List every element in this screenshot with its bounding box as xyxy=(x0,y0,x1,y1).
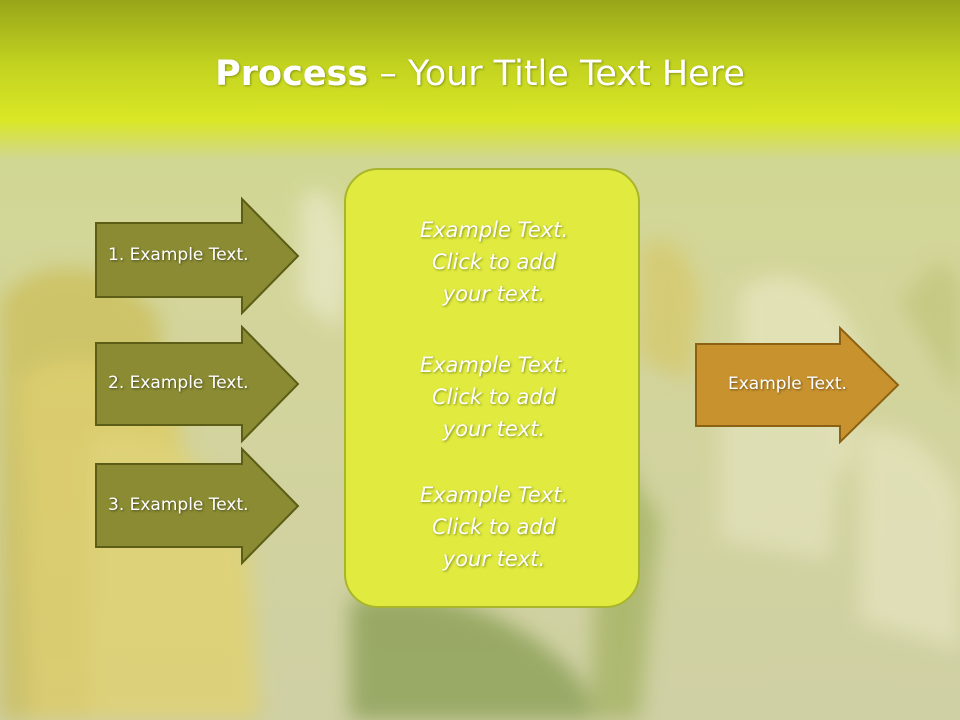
arrow-shape xyxy=(695,325,900,445)
step-arrow-1: 1. Example Text. xyxy=(95,196,300,316)
arrow-shape xyxy=(95,324,300,444)
block-line: your text. xyxy=(442,417,546,441)
output-label: Example Text. xyxy=(728,374,847,394)
block-line: Example Text. xyxy=(419,218,569,242)
block-line: Click to add xyxy=(431,385,556,409)
slide-title: Process – Your Title Text Here xyxy=(0,52,960,96)
arrow-shape xyxy=(95,196,300,316)
center-content-box: Example Text. Click to add your text. Ex… xyxy=(344,168,640,608)
output-arrow: Example Text. xyxy=(695,325,900,445)
block-line: your text. xyxy=(442,547,546,571)
title-bold: Process xyxy=(215,54,369,94)
block-line: Example Text. xyxy=(419,353,569,377)
step-label-2: 2. Example Text. xyxy=(108,373,249,393)
center-text-block-3: Example Text. Click to add your text. xyxy=(346,479,642,575)
step-arrow-2: 2. Example Text. xyxy=(95,324,300,444)
step-arrow-3: 3. Example Text. xyxy=(95,446,300,566)
block-line: Click to add xyxy=(431,515,556,539)
block-line: Click to add xyxy=(431,250,556,274)
arrow-shape xyxy=(95,446,300,566)
step-label-1: 1. Example Text. xyxy=(108,245,249,265)
block-line: Example Text. xyxy=(419,483,569,507)
center-text-block-2: Example Text. Click to add your text. xyxy=(346,349,642,445)
block-line: your text. xyxy=(442,282,546,306)
step-label-3: 3. Example Text. xyxy=(108,495,249,515)
title-band xyxy=(0,0,960,160)
title-rest: – Your Title Text Here xyxy=(368,54,745,94)
center-text-block-1: Example Text. Click to add your text. xyxy=(346,214,642,310)
